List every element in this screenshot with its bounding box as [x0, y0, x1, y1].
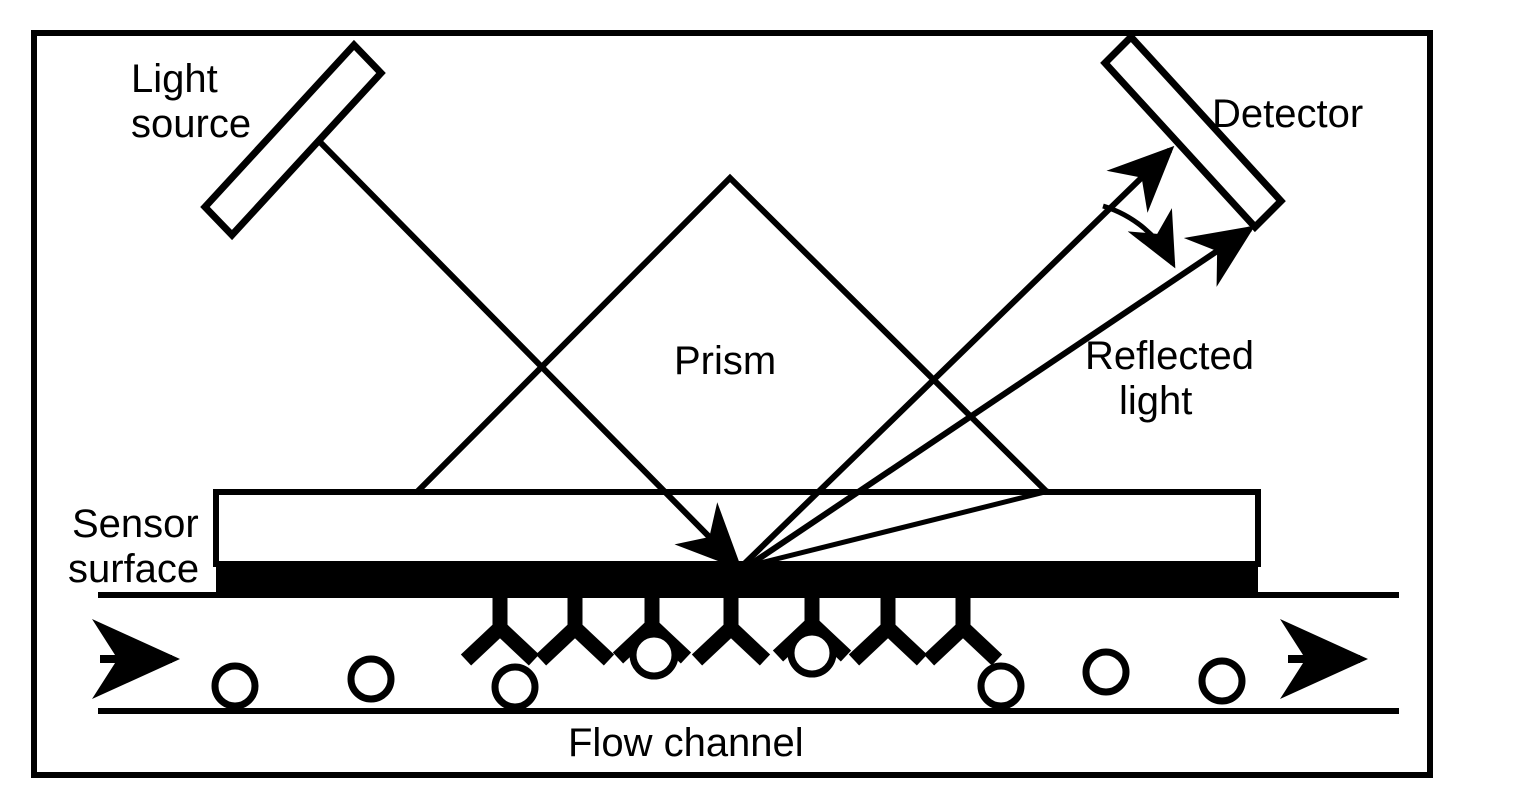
analyte-free	[491, 663, 539, 711]
beam-angle-arc	[1102, 203, 1176, 269]
label-reflected-light-line1: Reflected	[1085, 334, 1254, 378]
figure-frame	[31, 30, 1433, 778]
antibody-row	[460, 592, 1003, 666]
sensor-metal-layer	[216, 564, 1258, 594]
label-sensor-surface-line1: Sensor	[72, 502, 199, 546]
antibody	[460, 592, 540, 666]
analyte-free	[1198, 657, 1246, 705]
label-prism: Prism	[674, 339, 776, 383]
label-detector: Detector	[1212, 92, 1363, 136]
antibody	[691, 592, 771, 666]
label-light-source-line1: Light	[131, 57, 218, 101]
label-flow-channel: Flow channel	[568, 721, 804, 765]
label-reflected-light-line2: light	[1119, 379, 1192, 423]
analyte-free	[347, 655, 395, 703]
analyte-free-group	[211, 648, 1246, 711]
analyte-bound	[787, 628, 837, 678]
label-sensor-surface-line2: surface	[68, 547, 199, 591]
reflected-ray-lower	[740, 225, 1255, 573]
antibody	[923, 592, 1003, 666]
analyte-bound	[629, 630, 679, 680]
analyte-free	[211, 662, 259, 710]
analyte-free	[977, 662, 1025, 710]
antibody	[848, 592, 928, 666]
prism-ray-right-face	[739, 488, 1050, 571]
light-source-block	[200, 39, 386, 241]
label-light-source-line2: source	[131, 102, 251, 146]
analyte-bound-group	[629, 628, 837, 680]
prism-triangle	[413, 173, 1051, 496]
detector-block	[1100, 31, 1286, 233]
analyte-free	[1082, 648, 1130, 696]
glass-slide-layer	[213, 489, 1261, 567]
reflected-ray-upper	[737, 145, 1175, 571]
antibody	[535, 592, 615, 666]
